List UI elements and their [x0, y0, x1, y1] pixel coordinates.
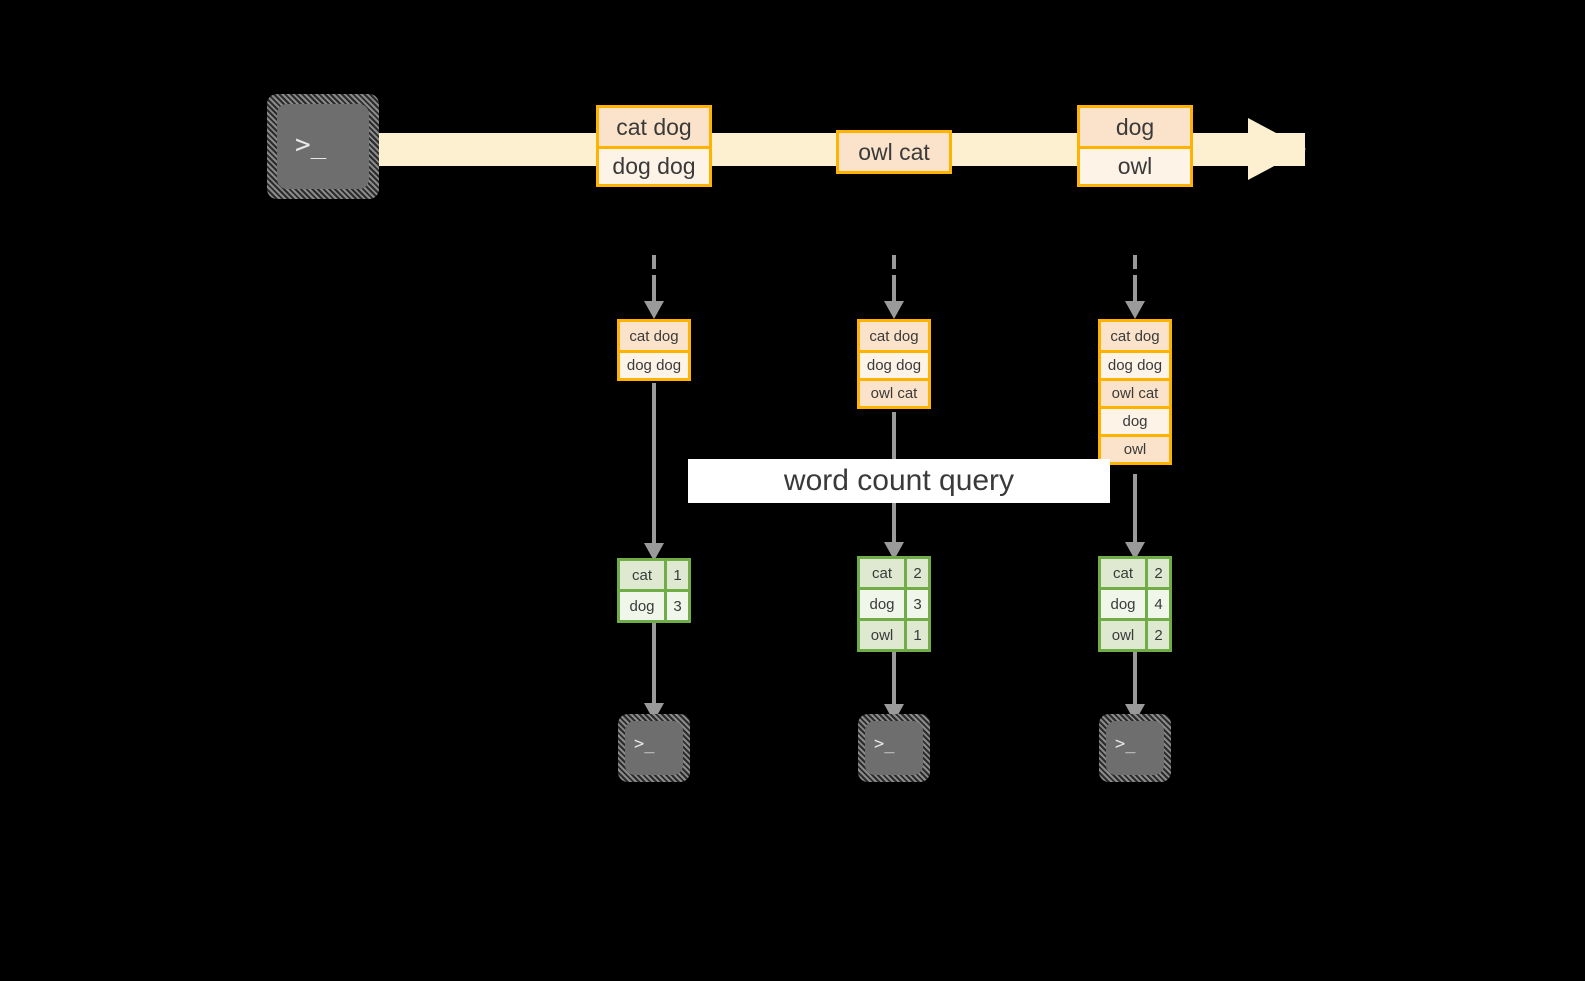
event-stream-arrowhead — [1248, 118, 1306, 180]
snapshot-box-3[interactable]: cat dog dog dog owl cat dog owl — [1098, 319, 1172, 465]
result-row: owl 1 — [860, 618, 928, 649]
terminal-prompt-glyph: >_ — [874, 734, 895, 754]
result-count: 1 — [664, 561, 688, 589]
result-row: dog 3 — [620, 589, 688, 620]
stream-record-line: dog dog — [599, 146, 709, 184]
result-row: dog 4 — [1101, 587, 1169, 618]
sink-arrow-2 — [884, 652, 904, 722]
stream-record-line: dog — [1080, 108, 1190, 146]
result-table-3[interactable]: cat 2 dog 4 owl 2 — [1098, 556, 1172, 652]
result-word: dog — [860, 590, 904, 618]
sink-arrow-3 — [1125, 652, 1145, 722]
snapshot-line: owl cat — [1101, 378, 1169, 406]
result-count: 2 — [904, 559, 928, 587]
snapshot-box-2[interactable]: cat dog dog dog owl cat — [857, 319, 931, 409]
query-arrow-snapshot-1 — [644, 383, 664, 561]
result-row: cat 2 — [860, 559, 928, 587]
snapshot-line: dog dog — [1101, 350, 1169, 378]
result-count: 4 — [1145, 590, 1169, 618]
terminal-prompt-glyph: >_ — [1115, 734, 1136, 754]
result-table-1[interactable]: cat 1 dog 3 — [617, 558, 691, 623]
snapshot-line: cat dog — [620, 322, 688, 350]
sink-terminal-icon-2[interactable]: >_ — [858, 714, 930, 782]
result-count: 1 — [904, 621, 928, 649]
stream-record-3[interactable]: dog owl — [1077, 105, 1193, 187]
dashed-arrow-snapshot-2 — [884, 255, 904, 320]
terminal-prompt-glyph: >_ — [634, 734, 655, 754]
stream-record-2[interactable]: owl cat — [836, 130, 952, 174]
terminal-screen — [865, 721, 923, 775]
stream-record-line: cat dog — [599, 108, 709, 146]
terminal-screen — [1106, 721, 1164, 775]
snapshot-line: dog dog — [620, 350, 688, 378]
stream-record-1[interactable]: cat dog dog dog — [596, 105, 712, 187]
sink-terminal-icon-1[interactable]: >_ — [618, 714, 690, 782]
result-word: cat — [1101, 559, 1145, 587]
sink-terminal-icon-3[interactable]: >_ — [1099, 714, 1171, 782]
snapshot-line: cat dog — [860, 322, 928, 350]
result-count: 3 — [904, 590, 928, 618]
result-word: cat — [620, 561, 664, 589]
sink-arrow-1 — [644, 623, 664, 721]
terminal-prompt-glyph: >_ — [295, 130, 327, 160]
result-row: dog 3 — [860, 587, 928, 618]
result-row: owl 2 — [1101, 618, 1169, 649]
terminal-screen — [625, 721, 683, 775]
result-table-2[interactable]: cat 2 dog 3 owl 1 — [857, 556, 931, 652]
source-terminal-icon[interactable]: >_ — [267, 94, 379, 199]
snapshot-box-1[interactable]: cat dog dog dog — [617, 319, 691, 381]
result-row: cat 1 — [620, 561, 688, 589]
result-row: cat 2 — [1101, 559, 1169, 587]
query-arrow-snapshot-3 — [1125, 474, 1145, 560]
snapshot-line: dog dog — [860, 350, 928, 378]
result-word: cat — [860, 559, 904, 587]
result-word: owl — [860, 621, 904, 649]
snapshot-line: owl — [1101, 434, 1169, 462]
snapshot-line: cat dog — [1101, 322, 1169, 350]
result-count: 2 — [1145, 621, 1169, 649]
stream-record-line: owl cat — [839, 133, 949, 171]
terminal-screen — [277, 104, 369, 189]
result-word: owl — [1101, 621, 1145, 649]
result-word: dog — [620, 592, 664, 620]
word-count-query-label: word count query — [783, 464, 1015, 497]
word-count-query-banner: word count query — [688, 459, 1110, 503]
stream-record-line: owl — [1080, 146, 1190, 184]
result-word: dog — [1101, 590, 1145, 618]
result-count: 3 — [664, 592, 688, 620]
result-count: 2 — [1145, 559, 1169, 587]
dashed-arrow-snapshot-3 — [1125, 255, 1145, 320]
dashed-arrow-snapshot-1 — [644, 255, 664, 320]
snapshot-line: owl cat — [860, 378, 928, 406]
snapshot-line: dog — [1101, 406, 1169, 434]
